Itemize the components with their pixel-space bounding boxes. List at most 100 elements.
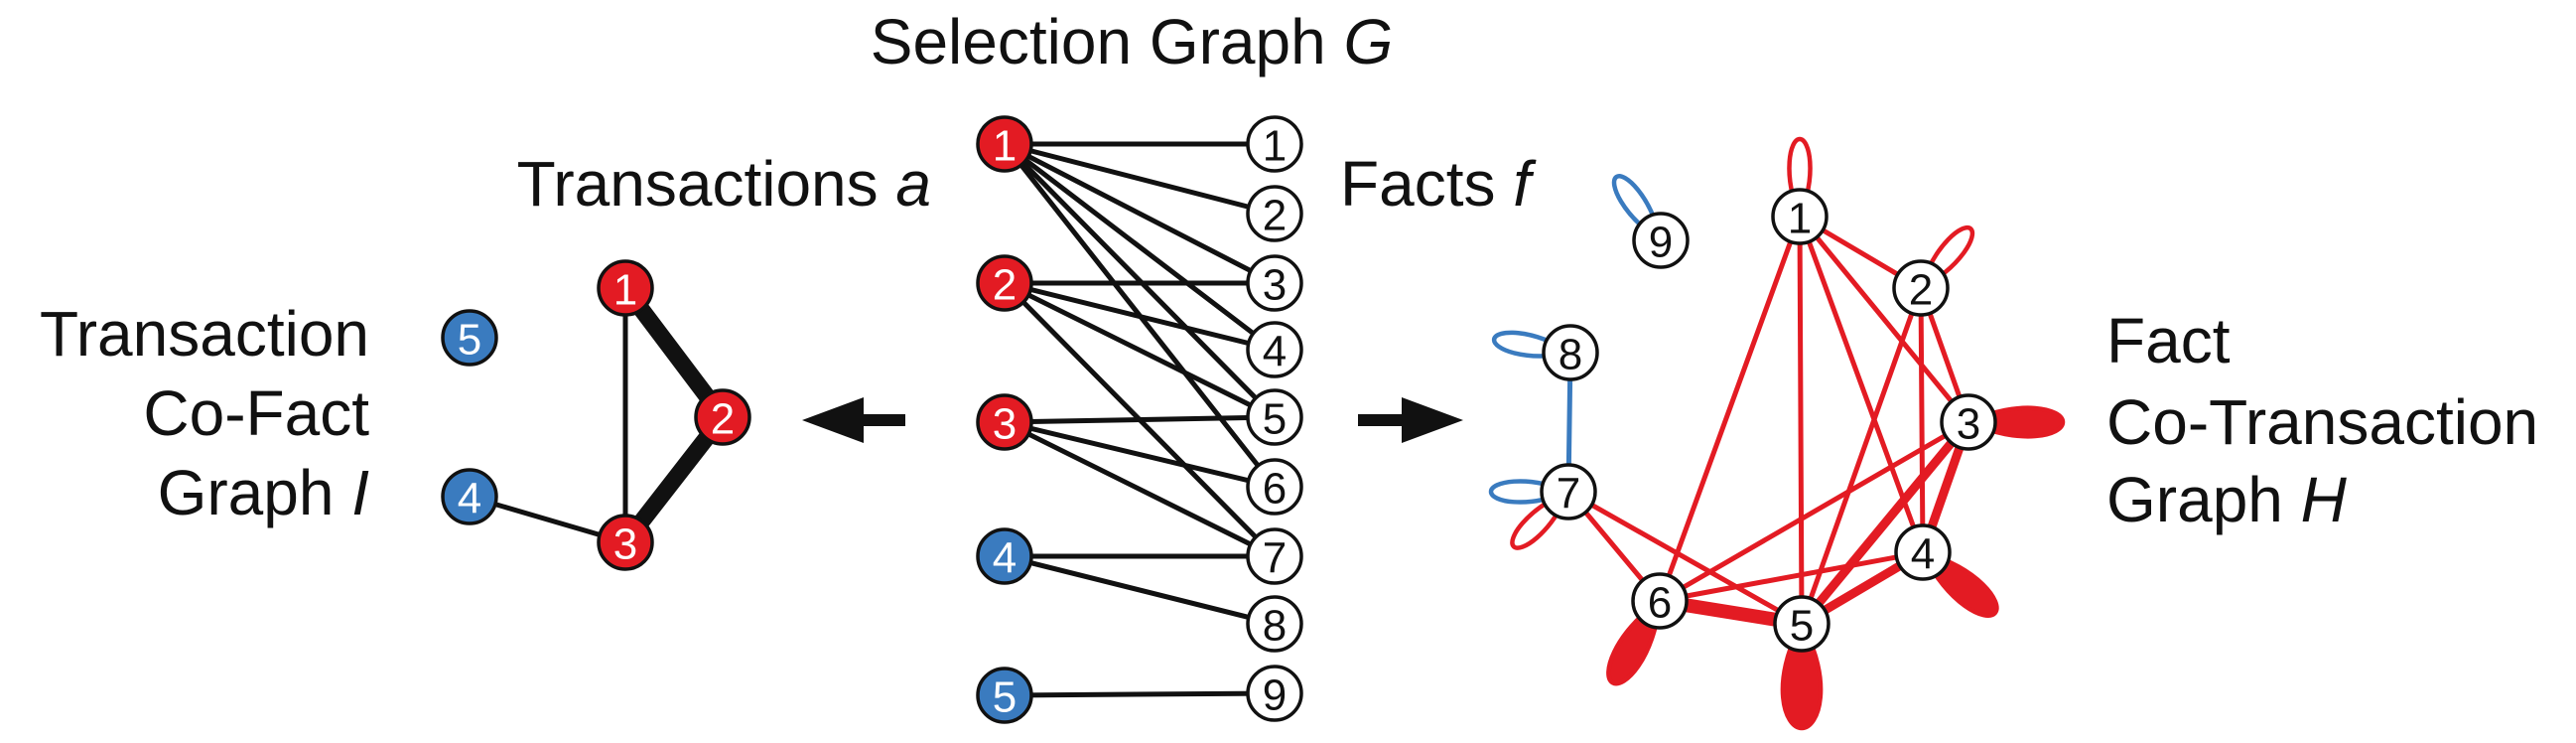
- selection-fact-node-1-label: 1: [1263, 122, 1287, 171]
- fact-self-loop-7-blue: [1488, 479, 1571, 505]
- fact-self-loop-1-red: [1787, 136, 1813, 220]
- fact-edge-3-5: [1797, 417, 1973, 629]
- tcf-title-line-3: Graph I: [158, 457, 370, 528]
- selection-transaction-node-1-circle: [976, 115, 1033, 173]
- selection-fact-node-2-circle: [1246, 185, 1303, 242]
- transaction-node-4-label: 4: [458, 475, 481, 523]
- transactions-label: Transactions a: [517, 148, 931, 220]
- fact-node-7: 7: [1540, 463, 1597, 520]
- selection-transaction-node-5: 5: [976, 667, 1033, 724]
- fact-node-7-label: 7: [1557, 470, 1580, 519]
- facts-label: Facts f: [1340, 148, 1537, 220]
- fact-node-9-label: 9: [1649, 219, 1673, 267]
- selection-transaction-node-3: 3: [976, 393, 1033, 451]
- selection-edge-1-2: [1002, 141, 1278, 217]
- fact-node-4-label: 4: [1911, 530, 1935, 579]
- fact-node-1-label: 1: [1788, 195, 1812, 243]
- fact-edge-4-6: [1657, 549, 1926, 604]
- arrow-left-shaft: [854, 414, 905, 426]
- selection-graph-title: Selection Graph G: [871, 6, 1394, 77]
- selection-edge-1-3: [1002, 141, 1278, 286]
- fact-node-3-label: 3: [1957, 400, 1980, 449]
- transaction-node-1: 1: [597, 259, 654, 317]
- fact-node-3: 3: [1940, 393, 1997, 451]
- selection-fact-node-8: 8: [1246, 595, 1303, 653]
- transaction-node-1-label: 1: [613, 266, 637, 315]
- selection-edge-4-8: [1002, 553, 1278, 627]
- transaction-node-2: 2: [694, 388, 751, 446]
- selection-edge-3-6: [1002, 419, 1278, 490]
- fact-node-8-circle: [1542, 324, 1599, 381]
- selection-fact-node-9-circle: [1246, 665, 1303, 722]
- fact-graph-nodes: 1 2 3 4 5 6 7 8 9: [1540, 188, 1997, 653]
- selection-transaction-node-4: 4: [976, 527, 1033, 585]
- fact-node-8-label: 8: [1559, 331, 1582, 379]
- selection-fact-node-4: 4: [1246, 321, 1303, 378]
- selection-transaction-node-3-circle: [976, 393, 1033, 451]
- fact-edge-2-4: [1918, 285, 1926, 555]
- transaction-node-2-circle: [694, 388, 751, 446]
- selection-fact-node-3-label: 3: [1263, 261, 1287, 310]
- selection-transaction-node-4-circle: [976, 527, 1033, 585]
- fact-node-4-circle: [1894, 523, 1952, 581]
- transaction-node-5-label: 5: [458, 316, 481, 365]
- selection-edge-5-9: [1002, 690, 1278, 698]
- selection-fact-node-7-label: 7: [1263, 534, 1287, 583]
- fact-self-loop-7-red: [1510, 489, 1571, 550]
- selection-fact-node-3-circle: [1246, 254, 1303, 312]
- selection-transaction-node-3-label: 3: [993, 400, 1017, 449]
- fact-node-2: 2: [1892, 259, 1950, 317]
- arrow-right-shaft: [1358, 414, 1410, 426]
- transaction-cofact-graph-title: Transaction Co-Fact Graph I: [40, 298, 369, 528]
- transaction-node-3: 3: [597, 514, 654, 571]
- arrow-right: [1358, 397, 1463, 443]
- selection-edge-2-4: [1002, 280, 1278, 353]
- selection-transaction-node-2-label: 2: [993, 261, 1017, 310]
- selection-fact-node-1: 1: [1246, 115, 1303, 173]
- fact-edge-1-6: [1657, 214, 1803, 604]
- transaction-graph-edges: [467, 279, 732, 551]
- fact-node-3-circle: [1940, 393, 1997, 451]
- selection-fact-node-2-label: 2: [1263, 192, 1287, 240]
- selection-fact-node-7-circle: [1246, 527, 1303, 585]
- fact-node-1-circle: [1771, 188, 1829, 245]
- selection-fact-node-3: 3: [1246, 254, 1303, 312]
- selection-fact-node-8-label: 8: [1263, 602, 1287, 651]
- fact-node-6: 6: [1631, 572, 1689, 630]
- selection-transaction-node-1: 1: [976, 115, 1033, 173]
- selection-fact-node-1-circle: [1246, 115, 1303, 173]
- transaction-node-5: 5: [441, 309, 498, 367]
- selection-transaction-node-2-circle: [976, 254, 1033, 312]
- selection-fact-node-2: 2: [1246, 185, 1303, 242]
- fact-node-5: 5: [1773, 595, 1830, 653]
- selection-fact-node-8-circle: [1246, 595, 1303, 653]
- selection-fact-node-9-label: 9: [1263, 671, 1287, 720]
- fact-edge-5-7: [1565, 489, 1805, 627]
- transaction-node-1-circle: [597, 259, 654, 317]
- transaction-node-4: 4: [441, 468, 498, 525]
- selection-fact-node-4-circle: [1246, 321, 1303, 378]
- fact-edge-1-5: [1797, 214, 1805, 627]
- selection-edge-1-4: [1002, 141, 1278, 353]
- transaction-node-3-circle: [597, 514, 654, 571]
- selection-fact-node-4-label: 4: [1263, 328, 1287, 376]
- fact-cotransaction-graph-title: Fact Co-Transaction Graph H: [2106, 305, 2538, 535]
- fact-node-4: 4: [1894, 523, 1952, 581]
- fact-node-9-circle: [1632, 212, 1690, 269]
- tcf-title-line-2: Co-Fact: [143, 377, 369, 449]
- fact-node-2-circle: [1892, 259, 1950, 317]
- fact-node-5-circle: [1773, 595, 1830, 653]
- transaction-node-5-circle: [441, 309, 498, 367]
- selection-fact-node-6: 6: [1246, 458, 1303, 516]
- transaction-node-2-label: 2: [711, 395, 735, 444]
- fact-node-8: 8: [1542, 324, 1599, 381]
- fct-title-line-1: Fact: [2106, 305, 2231, 376]
- transaction-node-4-circle: [441, 468, 498, 525]
- fact-node-6-label: 6: [1648, 579, 1672, 628]
- selection-edge-3-7: [1002, 419, 1278, 559]
- selection-edge-2-5: [1002, 280, 1278, 420]
- selection-fact-node-9: 9: [1246, 665, 1303, 722]
- arrow-left-head: [802, 397, 864, 443]
- fact-self-loop-2-red: [1918, 224, 1975, 291]
